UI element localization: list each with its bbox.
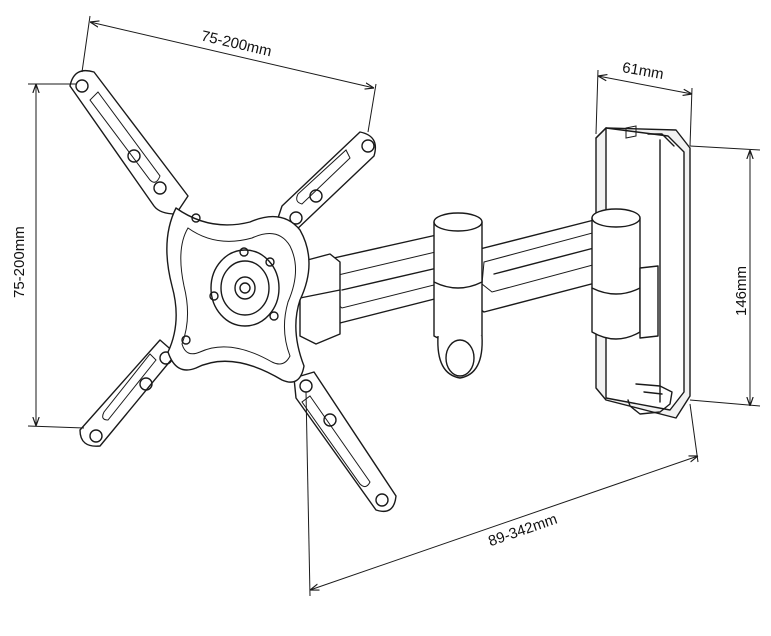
dim-top-width-label: 75-200mm: [200, 28, 274, 61]
dim-left-height-label: 75-200mm: [11, 226, 28, 298]
tilt-pivot: [299, 253, 341, 345]
dim-left-height: 75-200mm: [11, 83, 85, 429]
tv-arm: [315, 212, 483, 379]
dim-depth-label: 61mm: [621, 59, 665, 83]
dim-plate-height-label: 146mm: [733, 266, 750, 316]
dim-plate-height: 146mm: [689, 145, 761, 407]
dim-depth: 61mm: [595, 59, 692, 147]
wall-arm: [465, 208, 659, 340]
